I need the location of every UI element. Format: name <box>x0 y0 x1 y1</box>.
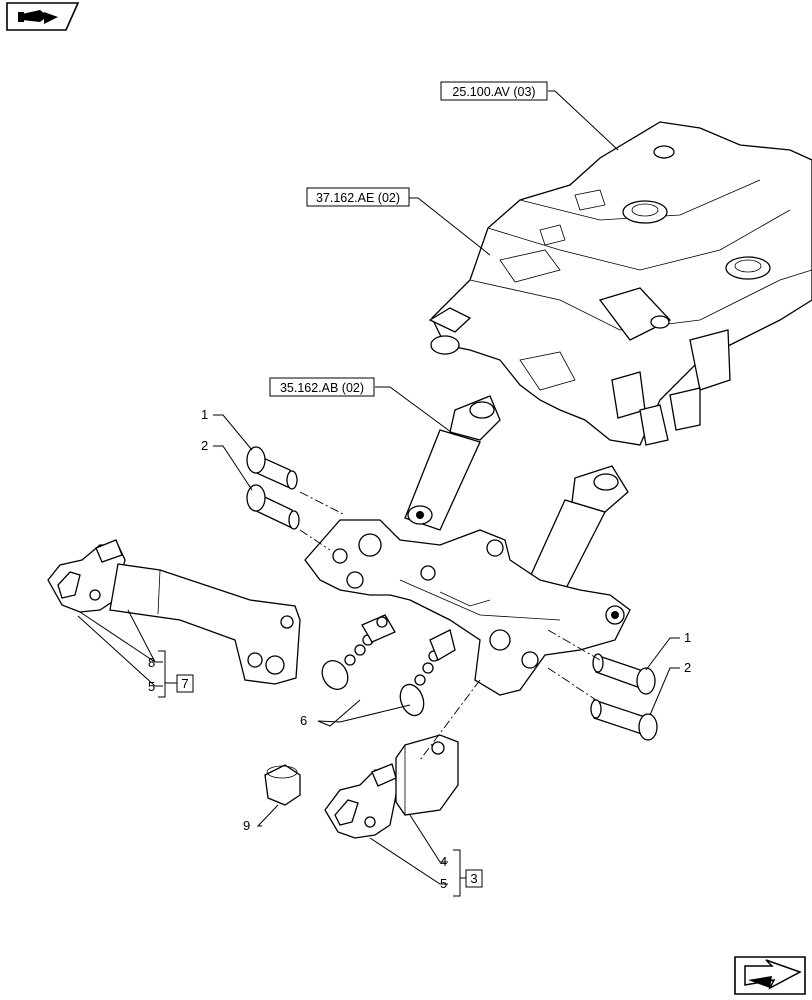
pin-1-left <box>246 446 298 490</box>
callout-5-bottom: 5 <box>440 876 447 891</box>
callout-1-left: 1 <box>201 407 208 422</box>
ref-box-25100[interactable]: 25.100.AV (03) <box>440 81 548 101</box>
callout-6: 6 <box>300 713 307 728</box>
ref-label-25100: 25.100.AV (03) <box>452 85 535 99</box>
callout-4: 4 <box>440 854 447 869</box>
callout-5-left: 5 <box>148 679 155 694</box>
callout-2-left: 2 <box>201 438 208 453</box>
next-page-arrow-icon[interactable] <box>734 956 806 995</box>
cap-9 <box>264 764 301 806</box>
callout-2-right: 2 <box>684 660 691 675</box>
leader-lines <box>77 90 680 897</box>
linch-pin-chain-left <box>321 614 396 690</box>
callout-8: 8 <box>148 655 155 670</box>
hook-left <box>47 539 126 613</box>
linch-pin-chain-right <box>399 629 456 717</box>
book-arrow-icon[interactable] <box>6 2 80 31</box>
pin-2-right <box>590 699 658 741</box>
callout-9: 9 <box>243 818 250 833</box>
callout-7: 7 <box>181 676 188 691</box>
callout-box-7: 7 <box>176 674 194 693</box>
ref-box-35162[interactable]: 35.162.AB (02) <box>269 377 375 397</box>
assembly-lines <box>299 491 601 761</box>
ref-label-35162: 35.162.AB (02) <box>280 381 364 395</box>
lower-link-frame <box>304 519 631 696</box>
lift-cylinder-right <box>524 465 629 601</box>
ref-box-37162[interactable]: 37.162.AE (02) <box>306 187 410 207</box>
callout-box-3: 3 <box>465 869 483 888</box>
hook-bottom <box>324 763 399 839</box>
callout-3: 3 <box>470 871 477 886</box>
block-bottom <box>395 734 459 816</box>
ref-label-37162: 37.162.AE (02) <box>316 191 400 205</box>
rear-frame-housing <box>428 121 812 446</box>
lift-cylinder-left <box>404 395 501 531</box>
pin-2-left <box>246 484 300 530</box>
bracket-left <box>109 563 301 685</box>
pin-1-right <box>592 653 656 695</box>
callout-1-right: 1 <box>684 630 691 645</box>
